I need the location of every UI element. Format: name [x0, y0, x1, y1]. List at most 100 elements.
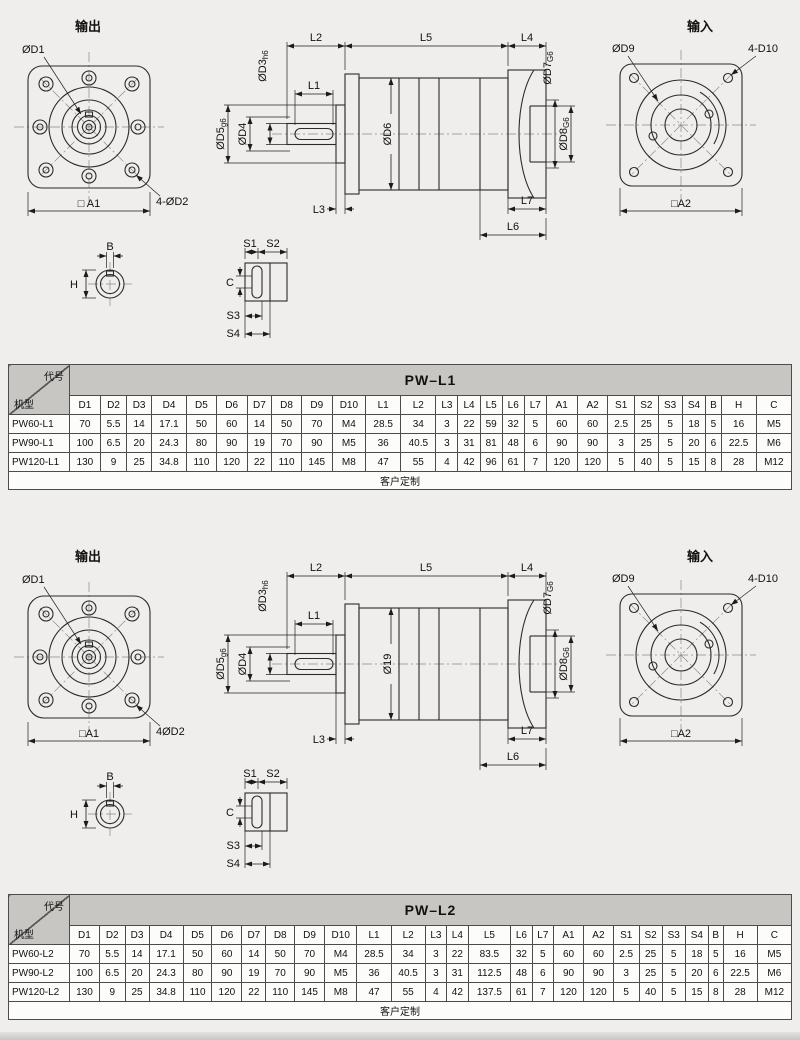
cell-s2: 25 [633, 414, 659, 434]
col-header-d6: D6 [215, 395, 248, 415]
cell-l4: 42 [446, 982, 469, 1002]
key-section-detail: S1 S2 C S3 S4 [226, 768, 288, 870]
cell-s4: 15 [684, 982, 709, 1002]
cell-d10: M8 [323, 982, 358, 1002]
cell-b: 6 [705, 433, 722, 453]
col-header-l4: L4 [446, 925, 469, 945]
cell-l7: 7 [523, 452, 547, 472]
cell-l7: 6 [531, 963, 555, 983]
corner-holes [628, 72, 734, 178]
keyway [84, 111, 94, 118]
dim-label-d9: ØD9 [612, 573, 635, 585]
cell-l3: 4 [435, 452, 459, 472]
col-header-l5: L5 [479, 395, 503, 415]
cell-l1: 28.5 [356, 944, 392, 964]
dim-label-l7: L7 [521, 195, 533, 207]
cell-l1: 36 [356, 963, 392, 983]
cell-d6: 60 [211, 944, 243, 964]
col-header-l2: L2 [390, 925, 426, 945]
cell-s2: 25 [638, 944, 663, 964]
corner-label-bottom: 机型 [14, 930, 34, 941]
cell-c: M6 [756, 963, 793, 983]
cell-d10: M5 [323, 963, 358, 983]
col-header-c: C [755, 395, 793, 415]
cell-d5: 50 [186, 414, 217, 434]
cell-l5: 112.5 [467, 963, 512, 983]
cell-a1: 60 [553, 944, 584, 964]
col-header-d8: D8 [271, 395, 302, 415]
input-flange [507, 599, 547, 729]
cell-l1: 47 [356, 982, 392, 1002]
input-flange-outline [619, 63, 743, 187]
page-edge [0, 1032, 800, 1040]
cell-d9: 145 [300, 452, 333, 472]
cell-d7: 22 [241, 982, 267, 1002]
input-bore-circles [635, 609, 727, 701]
cell-d8: 70 [265, 963, 296, 983]
cell-h: 22.5 [720, 433, 757, 453]
col-header-s4: S4 [684, 925, 709, 945]
cell-d4: 24.3 [148, 963, 184, 983]
cell-l3: 3 [435, 414, 459, 434]
cell-d2: 9 [98, 982, 126, 1002]
col-header-d1: D1 [69, 395, 101, 415]
mounting-holes [32, 600, 146, 714]
cell-d2: 6.5 [98, 963, 126, 983]
cell-l4: 22 [446, 944, 469, 964]
col-header-d9: D9 [300, 395, 333, 415]
cell-d10: M5 [331, 433, 367, 453]
dim-label-h: H [70, 279, 78, 291]
dim-label-d2: 4ØD2 [156, 726, 185, 738]
keyway [105, 800, 115, 807]
cell-a2: 90 [582, 963, 614, 983]
model-name: PW90-L2 [8, 963, 70, 983]
cell-s4: 20 [684, 963, 709, 983]
col-header-d10: D10 [323, 925, 358, 945]
output-side-label: 输出 [75, 19, 101, 34]
cell-d3: 25 [124, 982, 150, 1002]
col-header-l3: L3 [424, 925, 448, 945]
col-header-s1: S1 [607, 395, 635, 415]
cell-d8: 110 [265, 982, 296, 1002]
dim-label-d10: 4-D10 [748, 43, 778, 55]
cell-c: M12 [756, 982, 793, 1002]
col-header-b: B [707, 925, 724, 945]
footer-note: 客户定制 [8, 471, 792, 490]
shaft-end-detail: B H [70, 771, 132, 836]
cell-l5: 137.5 [467, 982, 512, 1002]
cell-d8: 50 [271, 414, 302, 434]
dim-label-l4: L4 [521, 562, 533, 574]
cell-d2: 5.5 [99, 414, 128, 434]
col-header-l2: L2 [400, 395, 437, 415]
col-header-l7: L7 [531, 925, 555, 945]
technical-drawing-pw-l1: 输出 输入 [14, 19, 778, 340]
model-name: PW60-L2 [8, 944, 70, 964]
cell-l7: 5 [523, 414, 547, 434]
cell-d8: 50 [265, 944, 296, 964]
col-header-l5: L5 [467, 925, 512, 945]
cell-h: 28 [722, 982, 758, 1002]
cell-b: 5 [707, 944, 724, 964]
dim-label-d5: ØD5g6 [215, 118, 228, 150]
dim-label-d7: ØD7G6 [542, 581, 555, 615]
corner-holes [628, 602, 734, 708]
dim-label-d5: ØD5g6 [215, 648, 228, 680]
key-section-detail: S1 S2 C S3 S4 [226, 238, 288, 340]
cell-d4: 17.1 [148, 944, 184, 964]
cell-d9: 70 [300, 414, 333, 434]
col-header-l1: L1 [365, 395, 402, 415]
col-header-s1: S1 [612, 925, 640, 945]
cell-l2: 55 [390, 982, 426, 1002]
cell-d9: 145 [294, 982, 325, 1002]
cell-h: 28 [720, 452, 757, 472]
cell-s2: 40 [633, 452, 659, 472]
cell-d7: 14 [241, 944, 267, 964]
cell-d2: 9 [99, 452, 128, 472]
cell-a1: 90 [545, 433, 578, 453]
dim-label-d6: Ø19 [382, 654, 394, 675]
title-row: 代号 机型 PW–L2 [8, 894, 792, 945]
